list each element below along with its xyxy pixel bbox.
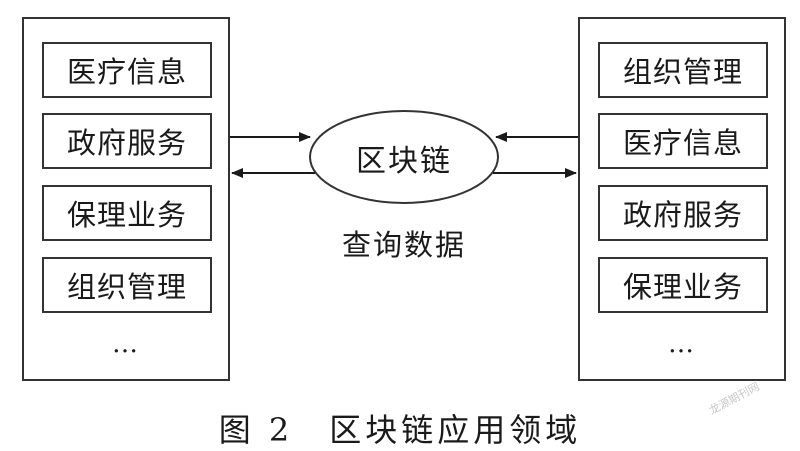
left-item-1: 医疗信息 [42,42,212,98]
right-item-2: 医疗信息 [598,113,768,169]
blockchain-node [309,110,499,204]
figure-number: 图 2 [218,411,294,449]
left-item-3: 保理业务 [42,185,212,241]
left-item-2: 政府服务 [42,113,212,169]
left-more-ellipsis: … [112,329,140,359]
blockchain-node-label: 区块链 [356,144,452,179]
left-application-panel: 医疗信息 政府服务 保理业务 组织管理 … [22,17,230,381]
right-item-3: 政府服务 [598,185,768,241]
left-item-4: 组织管理 [42,257,212,313]
figure-caption: 图 2 区块链应用领域 [0,405,800,451]
right-more-ellipsis: … [668,329,696,359]
right-application-panel: 组织管理 医疗信息 政府服务 保理业务 … [578,17,786,381]
query-data-label: 查询数据 [341,228,466,262]
right-item-1: 组织管理 [598,42,768,98]
right-item-4: 保理业务 [598,257,768,313]
figure-title: 区块链应用领域 [329,411,582,449]
